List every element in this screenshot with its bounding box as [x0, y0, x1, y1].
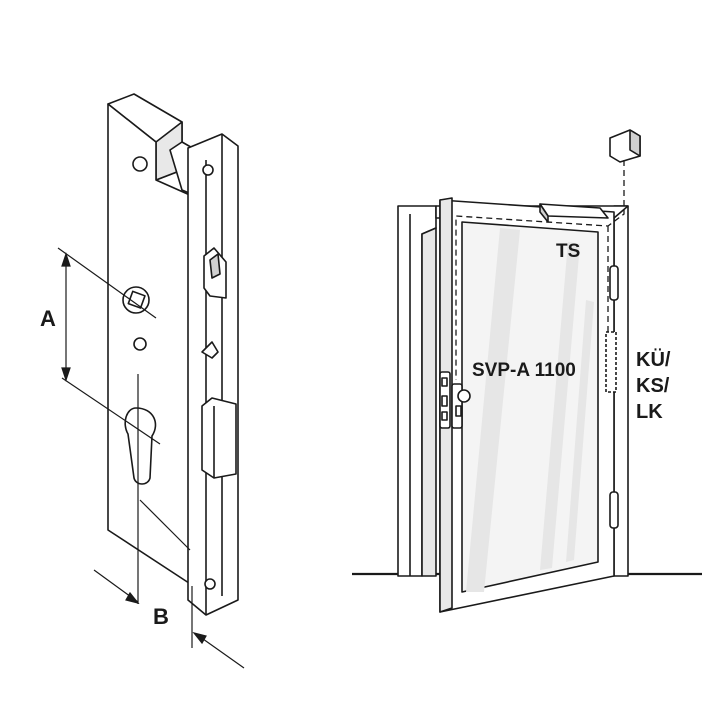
- mortise-lock: [107, 93, 239, 616]
- lock-faceplate: [187, 133, 239, 616]
- dim-a-ext-top: [57, 247, 157, 319]
- aux-latch: [201, 341, 219, 359]
- cylinder-cutout: [124, 407, 157, 485]
- glass-reflection-3: [566, 300, 594, 562]
- door-assembly: [352, 129, 702, 613]
- dim-b-arrow-left: [125, 591, 140, 605]
- strike-slot-3: [441, 411, 448, 421]
- faceplate-screw-bottom: [204, 578, 216, 590]
- latch-bolt-face: [209, 253, 221, 279]
- faceplate-screw-top: [202, 164, 214, 176]
- glass-reflection-1: [466, 228, 520, 592]
- frame-left-return: [421, 227, 437, 577]
- case-screw-hole: [132, 156, 148, 172]
- dim-b-arrow-right: [192, 631, 207, 645]
- door-handle-knob: [457, 389, 471, 403]
- hinge-top: [609, 265, 619, 301]
- lock-small-hole: [133, 337, 147, 351]
- glass-reflection-2: [540, 242, 580, 570]
- closer-label: TS: [556, 241, 580, 262]
- dimension-lines: [57, 247, 245, 669]
- dim-a-ext-bottom: [61, 377, 161, 445]
- strike-slot-2: [441, 395, 448, 407]
- hinge-bottom: [609, 491, 619, 529]
- cable-route: [455, 160, 625, 380]
- lock-label: SVP-A 1100: [472, 360, 576, 381]
- cable-label-line1: KÜ/: [636, 348, 671, 371]
- cable-transfer: [605, 331, 617, 393]
- door-cylinder: [455, 405, 462, 417]
- power-supply-box-side: [629, 129, 641, 157]
- follower-square: [127, 290, 146, 309]
- cable-label-line3: LK: [636, 401, 663, 423]
- cable-label-line2: KS/: [636, 375, 670, 397]
- dim-a-arrow-bottom: [61, 367, 71, 382]
- dim-b-label: B: [153, 604, 169, 629]
- lock-cut-line: [139, 499, 191, 551]
- dead-bolt: [201, 397, 237, 479]
- dim-a-arrow-top: [61, 252, 71, 267]
- dim-a-label: A: [40, 306, 56, 331]
- strike-slot-1: [441, 377, 448, 387]
